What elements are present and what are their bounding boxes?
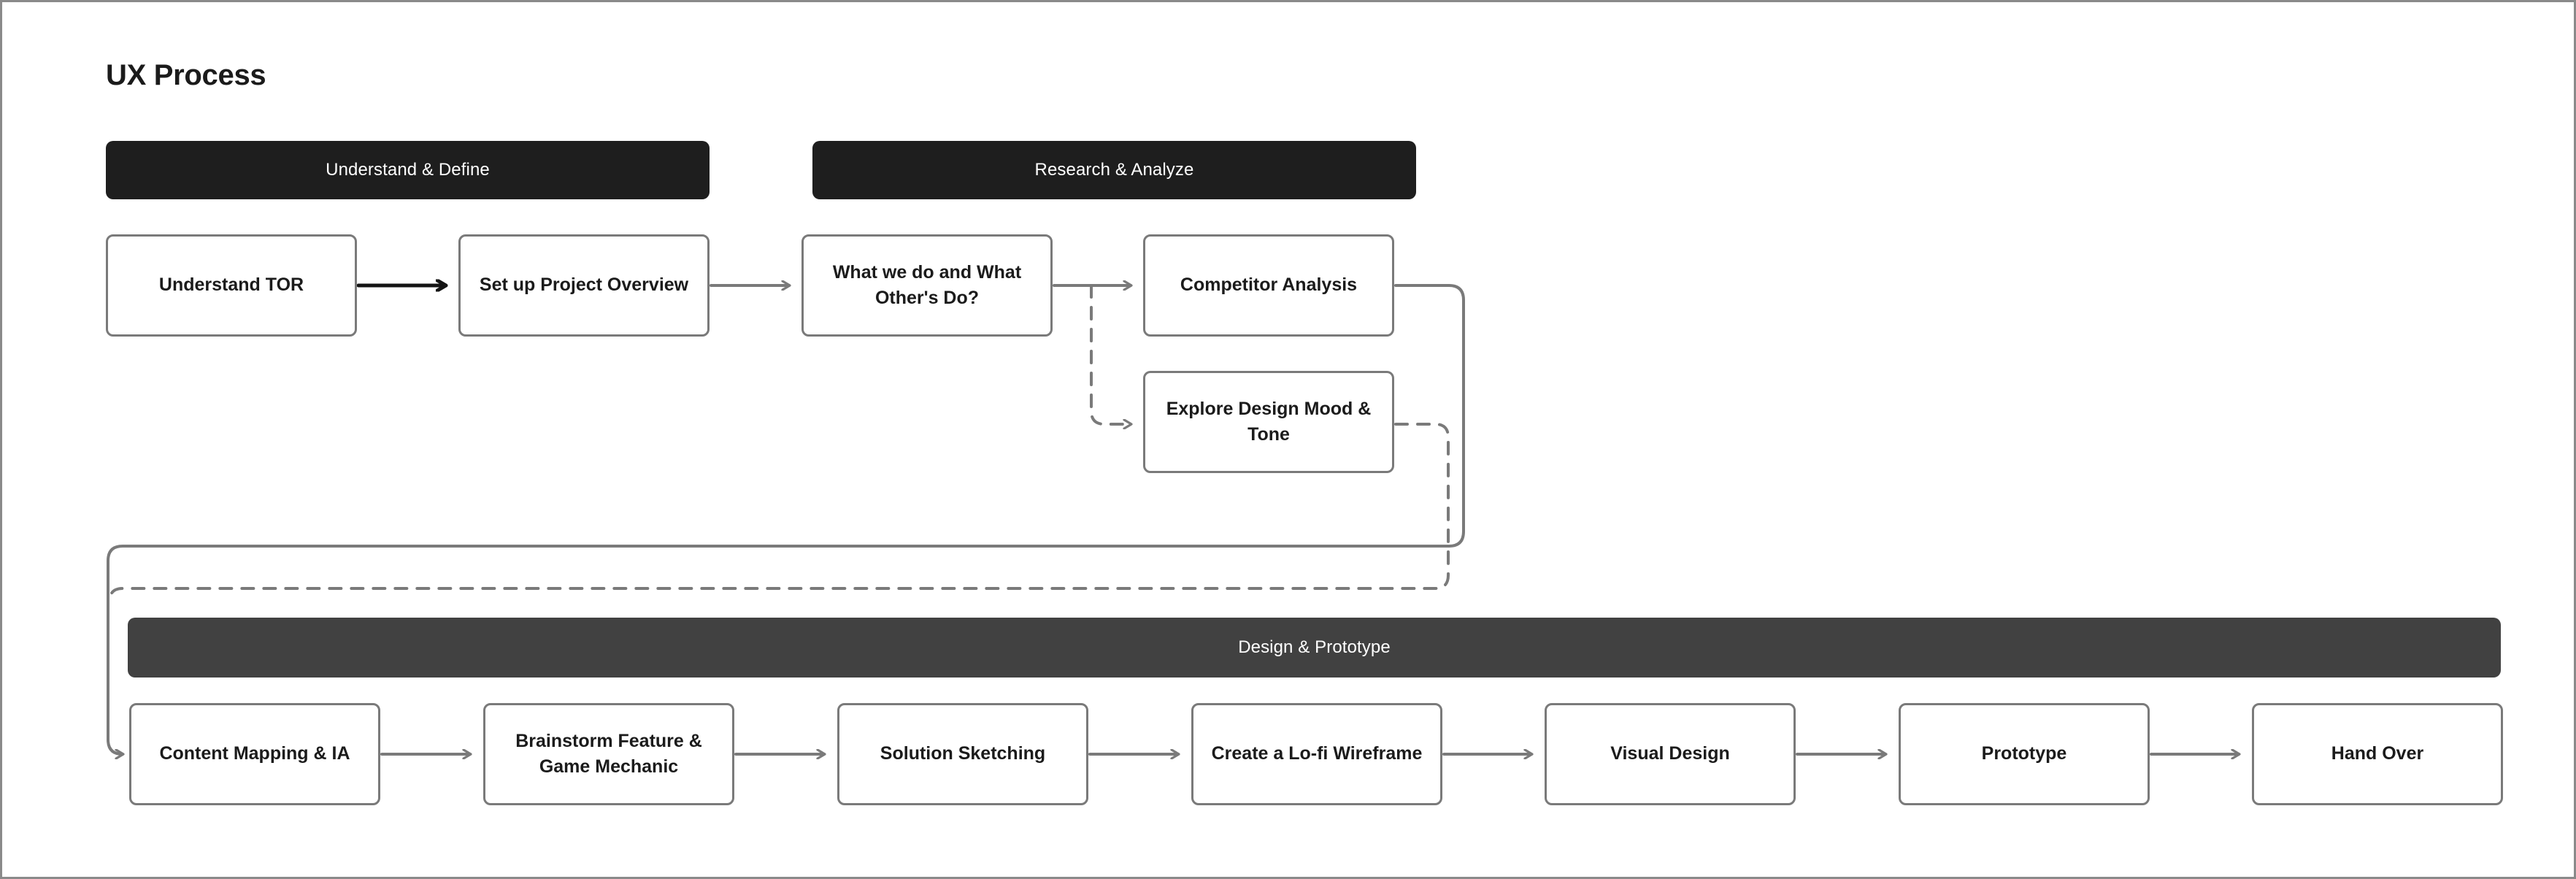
phase-banner-understand-define: Understand & Define bbox=[106, 141, 710, 199]
process-node-prototype[interactable]: Prototype bbox=[1899, 703, 2150, 805]
process-node-solution-sketching[interactable]: Solution Sketching bbox=[837, 703, 1088, 805]
process-node-hand-over[interactable]: Hand Over bbox=[2252, 703, 2503, 805]
process-node-create-a-lofi-wireframe[interactable]: Create a Lo-fi Wireframe bbox=[1191, 703, 1442, 805]
process-node-understand-tor[interactable]: Understand TOR bbox=[106, 234, 357, 337]
connector-competitor-to-content bbox=[107, 284, 1465, 754]
phase-banner-research-analyze: Research & Analyze bbox=[812, 141, 1416, 199]
process-node-what-we-do-and-what-others-do[interactable]: What we do and What Other's Do? bbox=[801, 234, 1053, 337]
connector-whatwedo-to-mood bbox=[1090, 284, 1131, 424]
process-node-visual-design[interactable]: Visual Design bbox=[1545, 703, 1796, 805]
process-node-brainstorm-feature-and-game-mechanic[interactable]: Brainstorm Feature & Game Mechanic bbox=[483, 703, 734, 805]
process-node-set-up-project-overview[interactable]: Set up Project Overview bbox=[458, 234, 710, 337]
phase-banner-design-prototype: Design & Prototype bbox=[128, 618, 2501, 678]
process-node-content-mapping-and-ia[interactable]: Content Mapping & IA bbox=[129, 703, 380, 805]
page-title: UX Process bbox=[106, 59, 266, 91]
process-node-competitor-analysis[interactable]: Competitor Analysis bbox=[1143, 234, 1394, 337]
process-node-explore-design-mood-and-tone[interactable]: Explore Design Mood & Tone bbox=[1143, 371, 1394, 473]
